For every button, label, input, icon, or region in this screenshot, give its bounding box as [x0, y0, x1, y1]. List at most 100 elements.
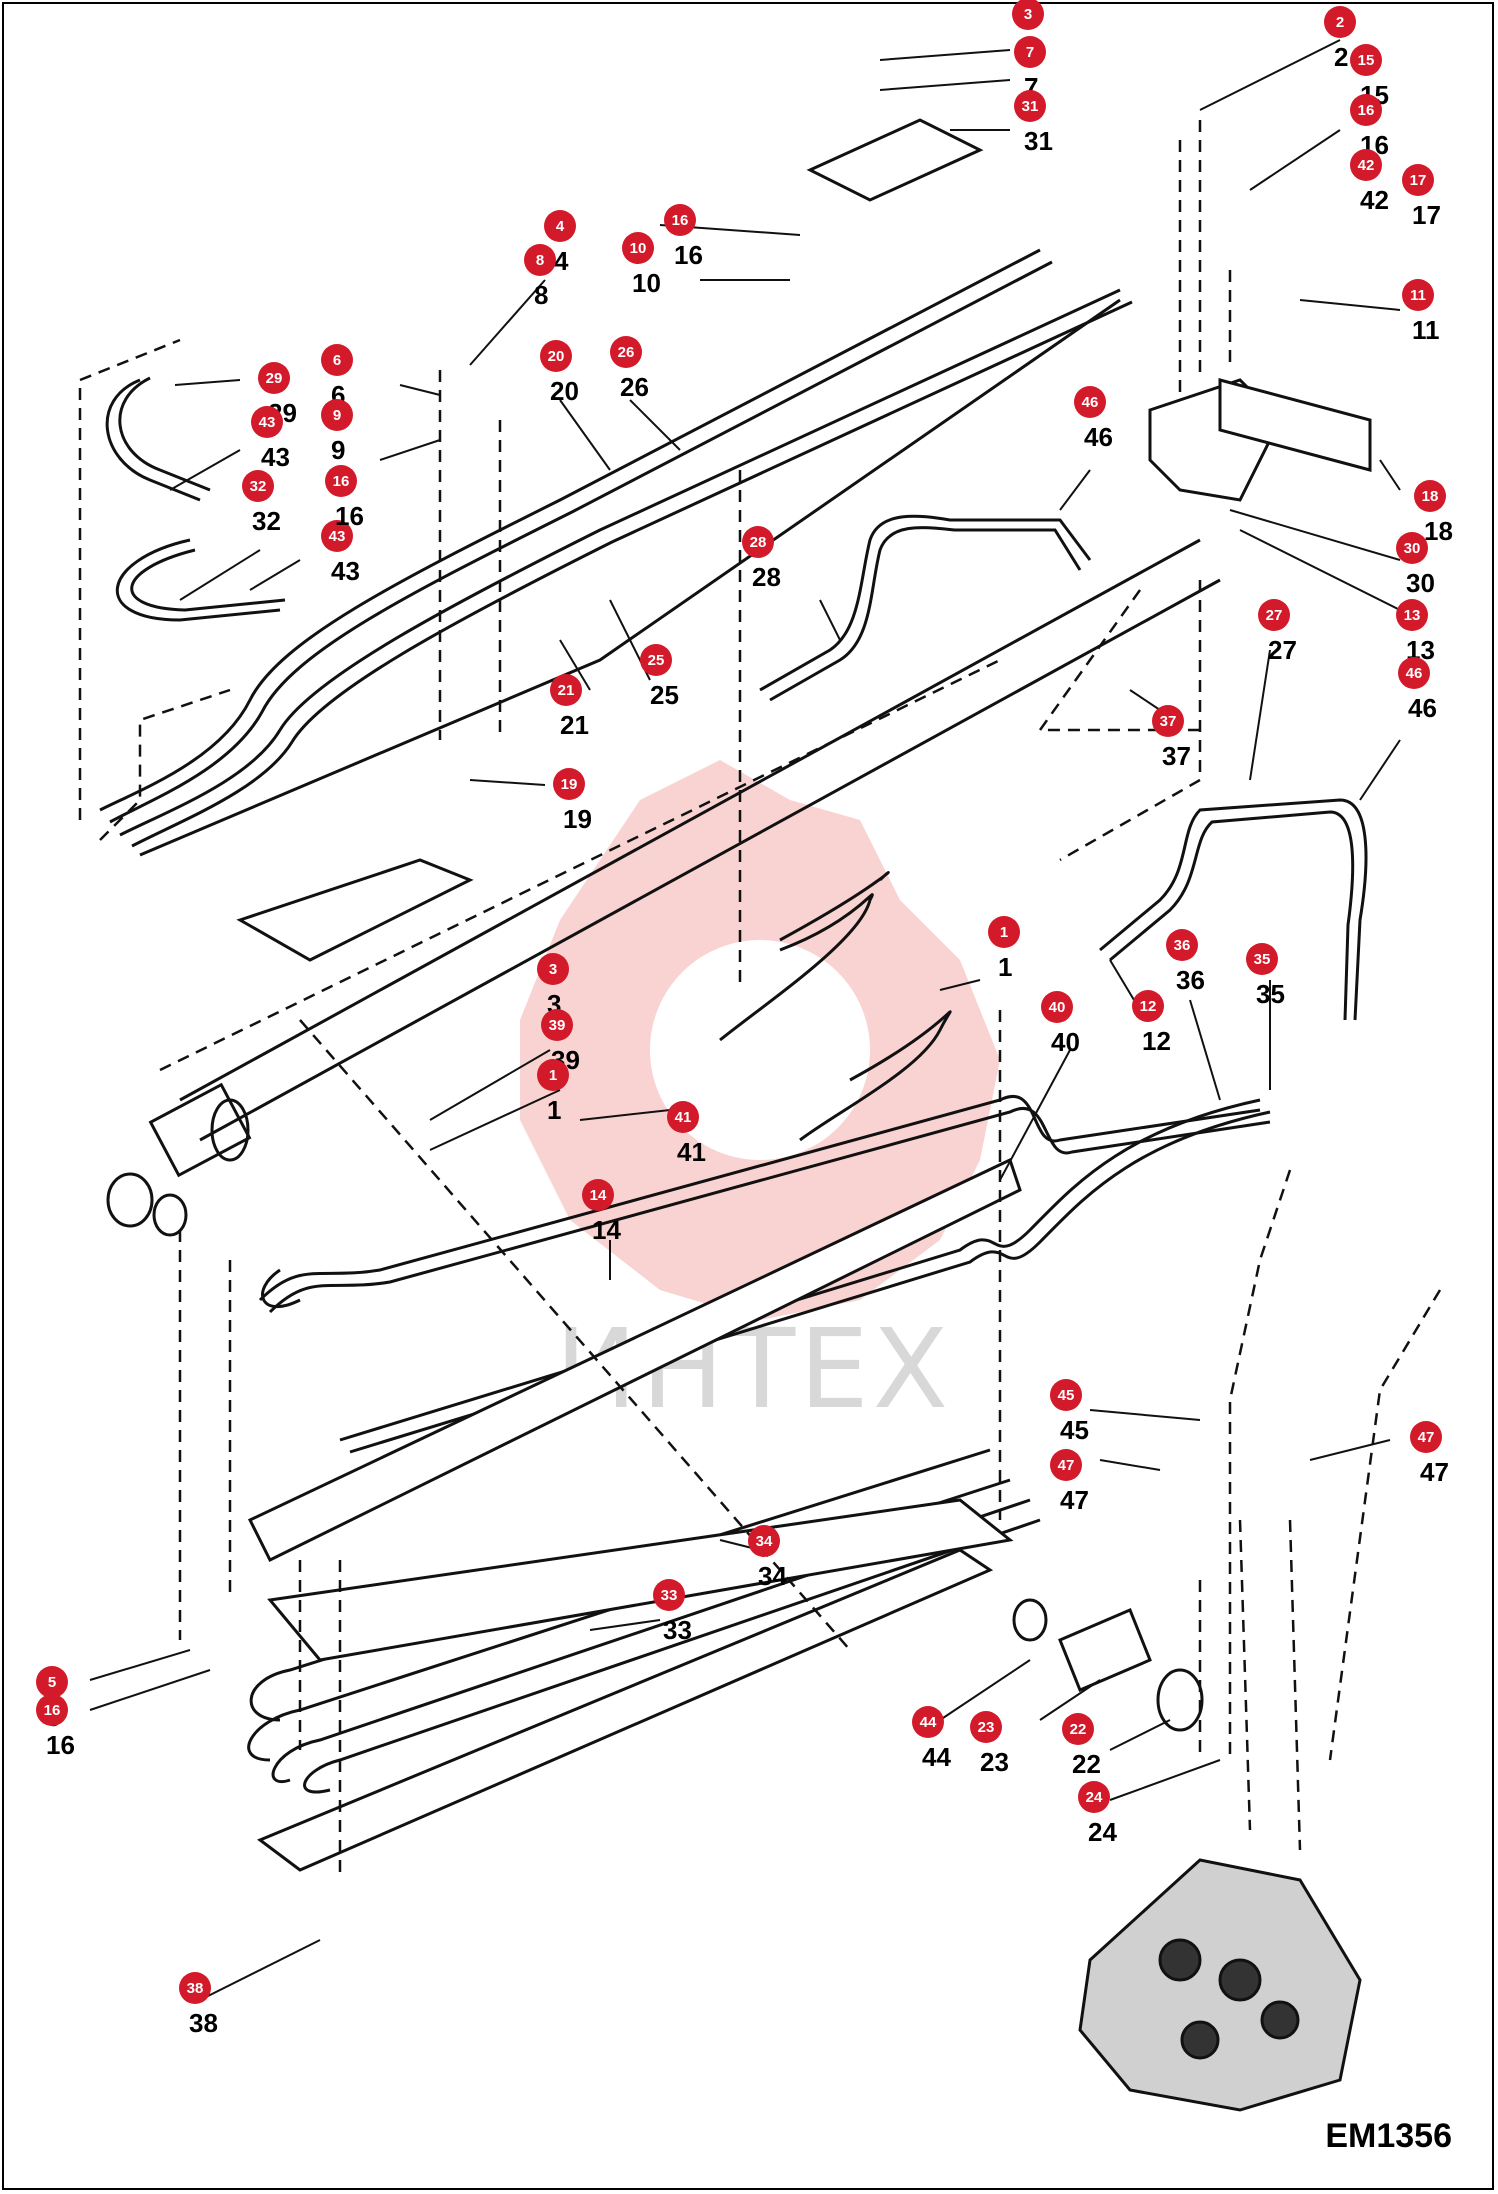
callout-badge-number: 10 — [630, 240, 647, 257]
callout-badge-number: 1 — [1000, 924, 1008, 941]
part-number-label: 4 — [554, 246, 569, 276]
callout-badge-number: 38 — [187, 1980, 204, 1997]
callout-badge — [1414, 480, 1446, 512]
leader-lines — [89, 39, 1401, 2001]
callout-4: 44 — [544, 210, 576, 276]
hose-28 — [759, 514, 1092, 702]
part-number-label: 16 — [335, 501, 364, 531]
callout-14: 14 14 — [582, 1179, 621, 1245]
callout-badge — [622, 232, 654, 264]
part-number-label: 34 — [758, 1561, 787, 1591]
callout-badge — [524, 244, 556, 276]
callout-badge — [1074, 386, 1106, 418]
callout-47: 47 47 — [1410, 1421, 1449, 1487]
control-valve-icon — [1078, 1858, 1362, 2112]
callout-badge-number: 20 — [548, 348, 565, 365]
part-number-label: 22 — [1072, 1749, 1101, 1779]
callout-badge-number: 14 — [590, 1187, 607, 1204]
callout-8: 88 — [524, 244, 556, 310]
part-number-label: 21 — [560, 710, 589, 740]
callout-badge-number: 19 — [561, 776, 578, 793]
callout-badge-number: 16 — [1358, 102, 1375, 119]
part-number-label: 16 — [674, 240, 703, 270]
callout-badge-number: 26 — [618, 344, 635, 361]
callout-46: 46 46 — [1398, 657, 1437, 723]
watermark-gear-hole-icon — [650, 940, 870, 1160]
part-number-label: 18 — [1424, 516, 1453, 546]
callout-badge — [36, 1666, 68, 1698]
callout-30: 30 30 — [1396, 532, 1435, 598]
part-number-label: 30 — [1406, 568, 1435, 598]
callout-badge — [258, 362, 290, 394]
callout-badge — [667, 1101, 699, 1133]
callout-2: 22 — [1324, 6, 1356, 72]
callout-badge-number: 4 — [556, 218, 565, 235]
callout-badge-number: 46 — [1406, 665, 1423, 682]
callout-badge-number: 31 — [1022, 98, 1039, 115]
callout-badge-number: 16 — [672, 212, 689, 229]
callout-badge — [1014, 36, 1046, 68]
callout-badge — [610, 336, 642, 368]
upper-hose-assembly — [99, 248, 1133, 857]
callout-badge-number: 5 — [48, 1674, 56, 1691]
callout-badge-number: 6 — [333, 352, 341, 369]
part-number-label: 47 — [1420, 1457, 1449, 1487]
callout-badge-number: 30 — [1404, 540, 1421, 557]
part-number-label: 12 — [1142, 1026, 1171, 1056]
callout-badge — [325, 465, 357, 497]
callout-badge — [970, 1711, 1002, 1743]
callout-badge-number: 18 — [1422, 488, 1439, 505]
callout-1: 11 — [988, 916, 1020, 982]
part-number-label: 14 — [592, 1215, 621, 1245]
part-number-label: 26 — [620, 372, 649, 402]
part-number-label: 19 — [563, 804, 592, 834]
part-number-label: 35 — [1256, 979, 1285, 1009]
part-number-label: 32 — [252, 506, 281, 536]
callout-badge-number: 22 — [1070, 1721, 1087, 1738]
callout-badge — [1078, 1781, 1110, 1813]
callout-badge — [544, 210, 576, 242]
callout-badge — [1324, 6, 1356, 38]
callout-badge-number: 29 — [266, 370, 283, 387]
callout-badge-number: 47 — [1058, 1457, 1075, 1474]
callout-badge — [742, 526, 774, 558]
callout-badge-number: 36 — [1174, 937, 1191, 954]
part-number-label: 43 — [331, 556, 360, 586]
callout-badge-number: 16 — [44, 1702, 61, 1719]
callout-badge — [537, 953, 569, 985]
part-number-label: 23 — [980, 1747, 1009, 1777]
part-number-label: 46 — [1408, 693, 1437, 723]
callout-badge — [1396, 599, 1428, 631]
callout-badge-number: 15 — [1358, 52, 1375, 69]
callout-layer: 3377313122151516164242171711114488161610… — [36, 0, 1453, 2038]
callout-badge-number: 3 — [1024, 6, 1032, 23]
callout-badge — [1246, 943, 1278, 975]
hose-27 — [1099, 798, 1368, 1021]
callout-badge — [321, 399, 353, 431]
callout-badge-number: 13 — [1404, 607, 1421, 624]
part-number-label: 47 — [1060, 1485, 1089, 1515]
dashed-assembly-lines — [78, 120, 1442, 1880]
callout-badge-number: 47 — [1418, 1429, 1435, 1446]
callout-badge — [1350, 44, 1382, 76]
callout-badge-number: 40 — [1049, 999, 1066, 1016]
